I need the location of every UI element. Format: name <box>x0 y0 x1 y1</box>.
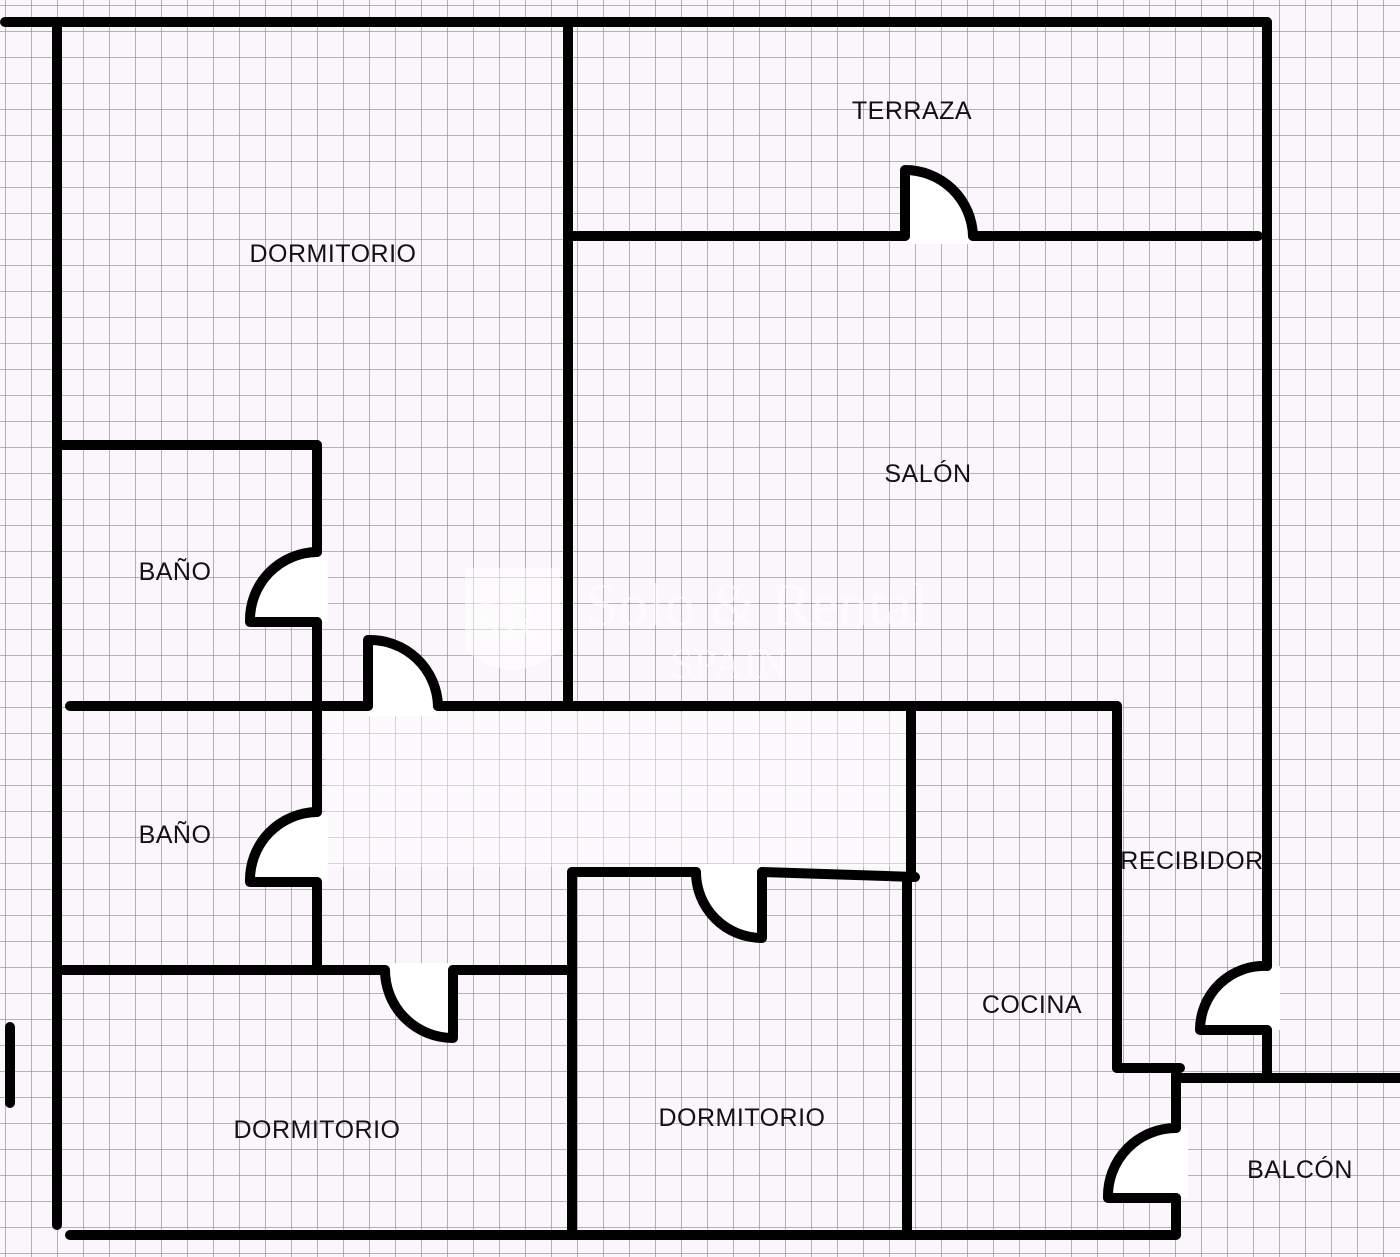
room-label-bano-1: BAÑO <box>139 557 212 586</box>
room-label-balcon: BALCÓN <box>1247 1155 1353 1184</box>
room-label-cocina: COCINA <box>982 991 1082 1019</box>
door-bano-1-icon <box>244 547 322 627</box>
watermark-mark: SR <box>470 591 539 653</box>
walls <box>0 17 1400 1240</box>
door-dormitorio-top-icon <box>363 634 443 711</box>
wall-dorm-mid-top-b <box>757 867 920 882</box>
door-entrance-icon <box>1194 960 1272 1035</box>
room-label-terraza: TERRAZA <box>852 97 972 125</box>
door-balcon-icon <box>1102 1123 1181 1203</box>
room-label-dormitorio-bottom-mid: DORMITORIO <box>658 1104 825 1132</box>
watermark-name: Solo & Rental <box>585 572 928 638</box>
room-label-bano-2: BAÑO <box>139 820 212 849</box>
room-label-recibidor: RECIBIDOR <box>1120 847 1263 875</box>
doors <box>244 165 1272 1203</box>
watermark: SR Solo & Rental SPAIN <box>465 568 928 688</box>
door-terraza-icon <box>900 165 978 241</box>
room-label-salon: SALÓN <box>884 459 971 488</box>
hallway-area <box>325 712 910 867</box>
door-bano-2-icon <box>244 807 322 887</box>
watermark-shield-icon <box>465 568 560 670</box>
door-dormitorio-mid-icon <box>691 867 767 943</box>
room-label-dormitorio-top: DORMITORIO <box>249 240 416 268</box>
watermark-country: SPAIN <box>670 642 788 688</box>
room-labels: DORMITORIO TERRAZA SALÓN BAÑO BAÑO RECIB… <box>139 97 1353 1184</box>
door-dormitorio-left-icon <box>380 965 458 1043</box>
room-label-dormitorio-bottom-left: DORMITORIO <box>233 1116 400 1144</box>
